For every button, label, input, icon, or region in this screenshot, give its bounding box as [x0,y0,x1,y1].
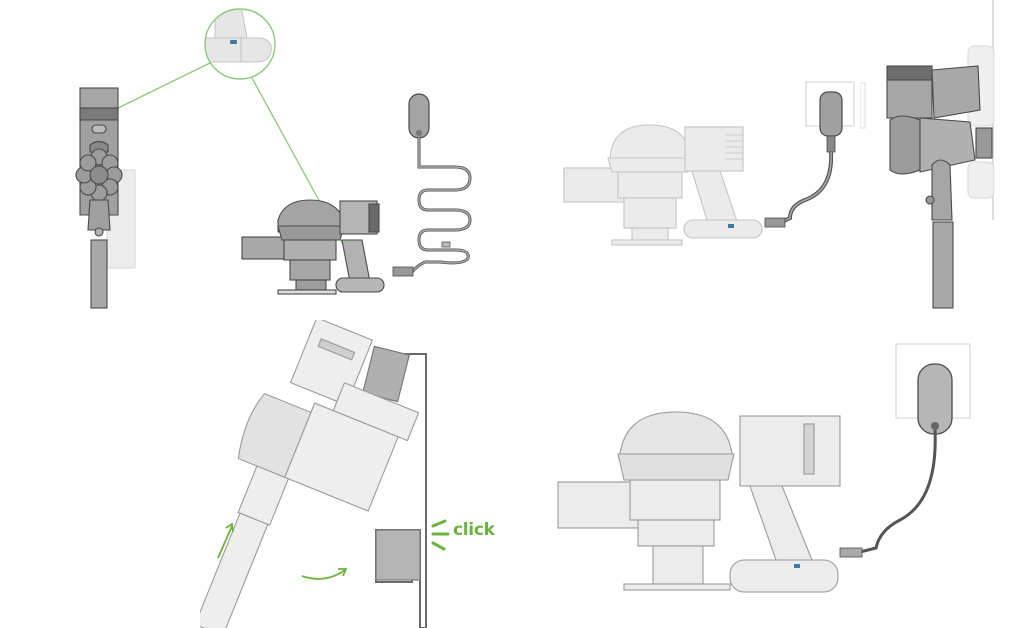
callout-line [117,61,213,109]
panel-dock-click [200,320,500,628]
socket-edge [860,82,866,129]
dc-connector [839,547,863,558]
handheld-vacuum-light [557,411,841,593]
panel-charge-cable [0,0,520,312]
wall-charger [839,363,953,558]
charge-cable-illustration [75,8,472,309]
stick-vacuum-docked [886,65,993,309]
handheld-vacuum-faded [563,124,763,246]
dc-connector [764,217,786,228]
panel-charge-wall [550,330,990,620]
click-label: click [453,520,495,540]
arrow-curve [301,569,346,580]
led-indicator [230,40,237,44]
led-indicator [794,564,800,568]
stick-vacuum-front [75,87,136,309]
panel-docked-side [860,0,1024,312]
motion-arrows [217,522,348,580]
charger-coiled [392,93,472,277]
wall-charger [764,91,843,228]
charge-handheld-illustration [563,81,855,246]
handheld-vacuum [241,199,385,295]
stick-vacuum-tilting [200,320,420,628]
panel-charge-handheld [550,60,860,270]
docked-side-illustration [860,0,995,309]
led-indicator [728,224,734,228]
dock-click-illustration [200,320,450,628]
arrow-up [217,525,233,559]
magnifier-callout [204,8,276,80]
charge-wall-illustration [557,343,971,593]
wall-bracket [362,345,427,628]
dc-connector [392,266,414,277]
click-marks [431,519,450,551]
